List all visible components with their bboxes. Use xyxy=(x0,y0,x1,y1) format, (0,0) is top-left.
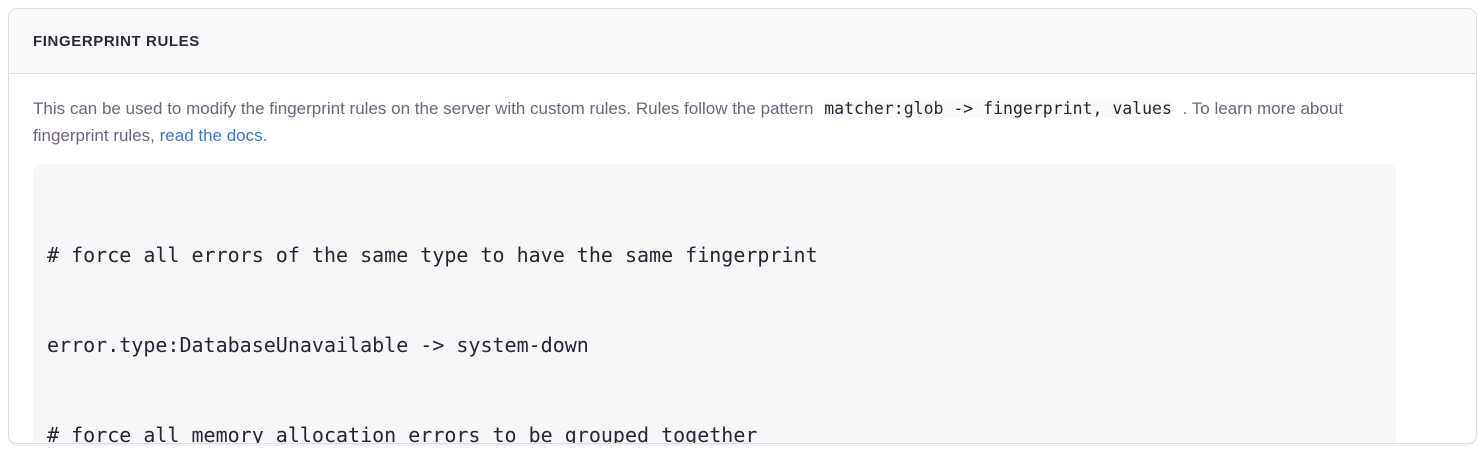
panel-title: FINGERPRINT RULES xyxy=(33,32,200,50)
help-text-after-code: . To learn more about fingerprint rules, xyxy=(33,99,1343,145)
help-text: This can be used to modify the fingerpri… xyxy=(33,95,1398,149)
example-code-line: error.type:DatabaseUnavailable -> system… xyxy=(47,333,589,357)
panel-header: FINGERPRINT RULES xyxy=(9,9,1476,74)
fingerprint-rules-panel: FINGERPRINT RULES This can be used to mo… xyxy=(8,8,1477,444)
example-code-line: # force all errors of the same type to h… xyxy=(47,243,818,267)
example-code-block: # force all errors of the same type to h… xyxy=(33,164,1396,444)
read-the-docs-link[interactable]: read the docs. xyxy=(159,126,268,145)
panel-body: This can be used to modify the fingerpri… xyxy=(9,74,1476,444)
example-code-line: # force all memory allocation errors to … xyxy=(47,423,758,444)
pattern-inline-code: matcher:glob -> fingerprint, values xyxy=(824,99,1172,118)
help-text-before-code: This can be used to modify the fingerpri… xyxy=(33,99,814,118)
